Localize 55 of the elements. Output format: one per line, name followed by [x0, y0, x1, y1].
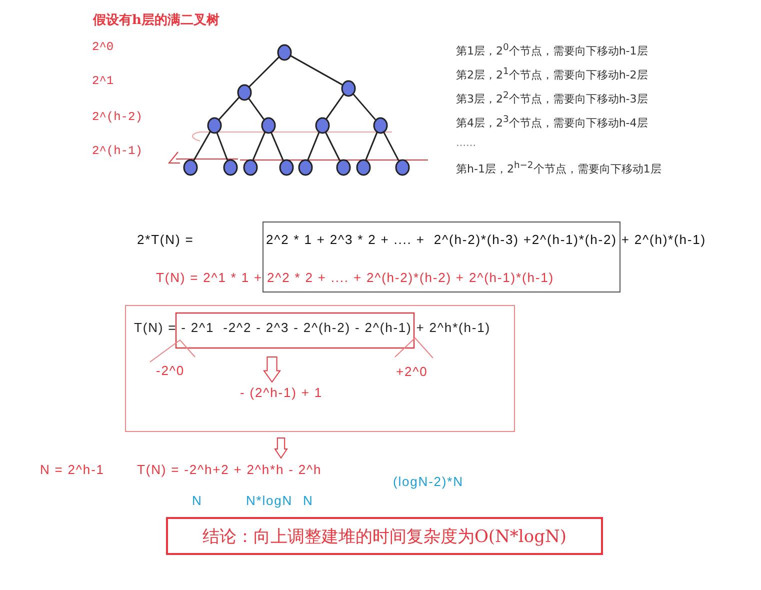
tree-node-circle	[276, 44, 292, 60]
level-description: 第1层，2$^{0}$个节点，需要向下移动h-1层	[456, 42, 648, 58]
tree-node-circle	[182, 158, 198, 176]
ellipsis: ……	[456, 138, 476, 150]
tree-edge	[218, 96, 240, 120]
tree-node-circle	[314, 116, 330, 134]
level-count: 2^(h-2)	[92, 110, 142, 124]
tree-node-circle	[394, 158, 410, 176]
complexity-note: (logN-2)*N	[393, 474, 464, 490]
tree-node-circle	[206, 116, 222, 134]
tree-node-circle	[356, 158, 370, 176]
tree-edge	[382, 131, 400, 161]
conclusion-box: 结论：向上调整建堆的时间复杂度为O(N*logN)	[166, 517, 603, 555]
tree-edge	[324, 131, 340, 161]
formula-text: T(N) = -2^h+2 + 2^h*h - 2^h	[137, 462, 322, 478]
formula-note: - (2^h-1) + 1	[240, 385, 322, 401]
level-description: 第4层，2$^{3}$个节点，需要向下移动h-4层	[456, 114, 648, 130]
tree-edge	[352, 92, 376, 120]
formula-note: -2^0	[156, 363, 184, 379]
formula-text: N = 2^h-1	[40, 462, 104, 478]
tree-node-circle	[372, 116, 388, 134]
tree-node-circle	[336, 158, 350, 176]
tree-edge	[252, 131, 266, 161]
tree-node-circle	[340, 80, 356, 96]
tree-edge	[248, 97, 264, 120]
tree-edge	[192, 130, 212, 162]
formula-text: T(N) = 2^1 * 1 + 2^2 * 2 + .... + 2^(h-2)*(h-2) + 2^(h-1)*(h-1)	[156, 270, 554, 286]
level-count: 2^(h-1)	[92, 144, 142, 158]
formula-text: 2*T(N) =	[137, 232, 194, 248]
tree-edge	[365, 132, 378, 160]
tree-edge	[216, 132, 228, 160]
complexity-note: N*logN	[246, 493, 293, 509]
level-count: 2^0	[92, 40, 114, 54]
tree-edge	[270, 131, 284, 161]
level-count: 2^1	[92, 74, 114, 88]
formula-text: 2^2 * 1 + 2^3 * 2 + .... + 2^(h-2)*(h-3) +2^(h-1)*(h-2) + 2^(h)*(h-1)	[266, 232, 706, 248]
tree-node-circle	[260, 116, 276, 134]
tree-edge	[248, 56, 280, 88]
derivation-frame	[125, 305, 515, 432]
level-description: 第3层，2$^{2}$个节点，需要向下移动h-3层	[456, 90, 648, 106]
level-description: 第h-1层，2$^{h−2}$个节点，需要向下移动1层	[456, 160, 662, 176]
tree-node-circle	[236, 84, 252, 100]
formula-note: +2^0	[396, 364, 428, 380]
formula-text: T(N) = - 2^1 -2^2 - 2^3 - 2^(h-2) - 2^(h-1) + 2^h*(h-1)	[134, 320, 490, 336]
level-description: 第2层，2$^{1}$个节点，需要向下移动h-2层	[456, 66, 648, 82]
tree-edge	[289, 54, 343, 86]
complexity-note: N	[303, 493, 314, 509]
title: 假设有h层的满二叉树	[93, 13, 220, 29]
tree-edge	[307, 132, 320, 160]
complexity-note: N	[192, 493, 202, 509]
tree-node-circle	[242, 158, 258, 176]
tree-node-circle	[298, 158, 312, 176]
tree-node-circle	[222, 158, 238, 176]
tree-edge	[325, 93, 345, 120]
tree-node-circle	[278, 158, 294, 176]
